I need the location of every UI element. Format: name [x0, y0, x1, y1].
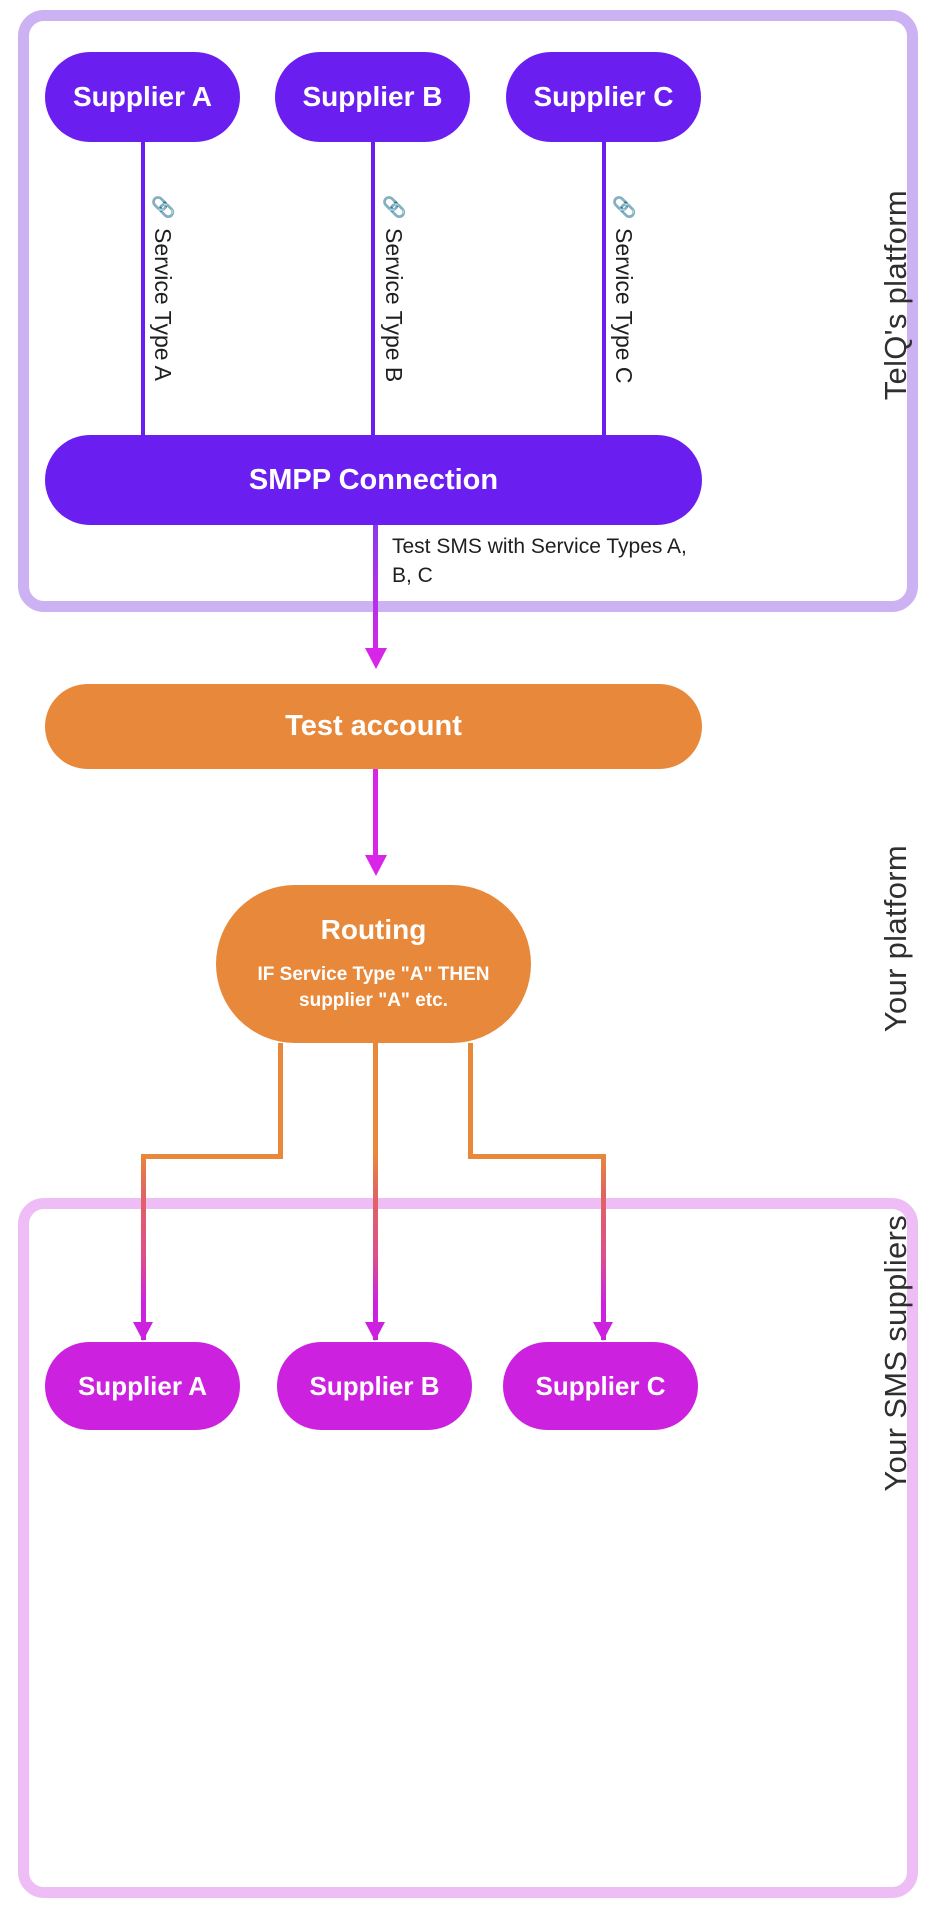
connector-smpp-to-test-account [373, 525, 378, 659]
connector-routing-branch-right [468, 1043, 473, 1159]
bottom-supplier-b-node[interactable]: Supplier B [277, 1342, 472, 1430]
chain-link-icon: 🔗 [150, 197, 175, 220]
top-supplier-b-node[interactable]: Supplier B [275, 52, 470, 142]
chain-link-icon: 🔗 [381, 197, 406, 220]
connector-to-bottom-supplier-c [601, 1154, 606, 1340]
test-account-node[interactable]: Test account [45, 684, 702, 769]
smpp-caption-text: Test SMS with Service Types A, B, C [392, 535, 687, 587]
service-type-a-label: Service Type A [150, 228, 176, 382]
bottom-supplier-a-node[interactable]: Supplier A [45, 1342, 240, 1430]
connector-to-bottom-supplier-b [373, 1154, 378, 1340]
routing-rule-text: IF Service Type "A" THEN supplier "A" et… [257, 964, 490, 1011]
routing-node[interactable]: Routing IF Service Type "A" THEN supplie… [216, 885, 531, 1043]
zone-telq-platform [18, 10, 918, 612]
zone-label-your-sms-suppliers: Your SMS suppliers [878, 1215, 913, 1492]
service-type-c-label-group: 🔗 Service Type C [610, 196, 637, 384]
connector-routing-branch-middle [373, 1043, 378, 1159]
smpp-connection-node[interactable]: SMPP Connection [45, 435, 702, 525]
arrow-head-icon [365, 648, 387, 669]
connector-bus-left [141, 1154, 283, 1159]
connector-supplier-a-to-smpp [141, 138, 145, 438]
top-supplier-a-node[interactable]: Supplier A [45, 52, 240, 142]
chain-link-icon: 🔗 [611, 197, 636, 220]
arrow-head-icon [133, 1322, 153, 1341]
top-supplier-c-node[interactable]: Supplier C [506, 52, 701, 142]
bottom-supplier-c-node[interactable]: Supplier C [503, 1342, 698, 1430]
connector-test-account-to-routing [373, 769, 378, 861]
connector-to-bottom-supplier-a [141, 1154, 146, 1340]
arrow-head-icon [365, 1322, 385, 1341]
service-type-b-label-group: 🔗 Service Type B [380, 196, 407, 383]
service-type-b-label: Service Type B [381, 228, 407, 383]
routing-title: Routing [320, 914, 427, 946]
zone-your-sms-suppliers [18, 1198, 918, 1898]
zone-label-telq-platform: TelQ's platform [878, 190, 913, 401]
service-type-a-label-group: 🔗 Service Type A [149, 196, 176, 381]
service-type-c-label: Service Type C [611, 228, 637, 384]
zone-label-your-platform: Your platform [878, 845, 913, 1033]
connector-supplier-c-to-smpp [602, 138, 606, 438]
arrow-head-icon [365, 855, 387, 876]
connector-supplier-b-to-smpp [371, 138, 375, 438]
connector-routing-branch-left [278, 1043, 283, 1159]
arrow-head-icon [593, 1322, 613, 1341]
connector-bus-right [468, 1154, 604, 1159]
